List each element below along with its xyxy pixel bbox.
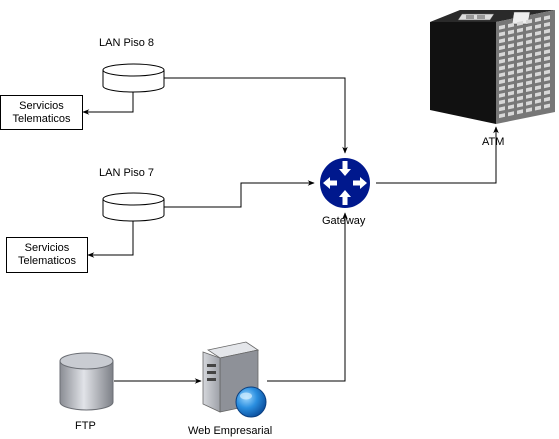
lan-piso-7-label: LAN Piso 7 (99, 167, 155, 179)
lan-piso-7-disk-icon[interactable] (102, 192, 165, 222)
ftp-database-icon[interactable] (59, 352, 114, 411)
servicios-telematicos-2-line2: Telematicos (17, 255, 77, 267)
servicios-telematicos-box-1[interactable]: Servicios Telematicos (0, 95, 83, 130)
lan-piso-8-disk-icon[interactable] (102, 63, 165, 93)
edge-web-gateway (267, 212, 348, 382)
web-server-icon[interactable] (202, 341, 267, 418)
edge-lan7-gateway (164, 180, 315, 208)
lan-piso-8-label: LAN Piso 8 (99, 37, 155, 49)
edge-lan7-servicios (87, 221, 134, 258)
edge-lan8-gateway (164, 77, 348, 154)
servicios-telematicos-1-line2: Telematicos (12, 112, 71, 125)
edge-gateway-atm (376, 126, 499, 184)
atm-building-icon[interactable] (430, 10, 555, 124)
web-empresarial-label: Web Empresarial (188, 425, 273, 437)
servicios-telematicos-box-2[interactable]: Servicios Telematicos (6, 237, 88, 273)
ftp-label: FTP (75, 420, 96, 432)
atm-label: ATM (482, 136, 505, 148)
servicios-telematicos-1-line1: Servicios (19, 99, 64, 112)
servicios-telematicos-2-line1: Servicios (24, 242, 70, 254)
gateway-label: Gateway (322, 215, 366, 227)
edge-lan8-servicios (82, 92, 134, 115)
gateway-router-icon[interactable] (320, 158, 370, 208)
